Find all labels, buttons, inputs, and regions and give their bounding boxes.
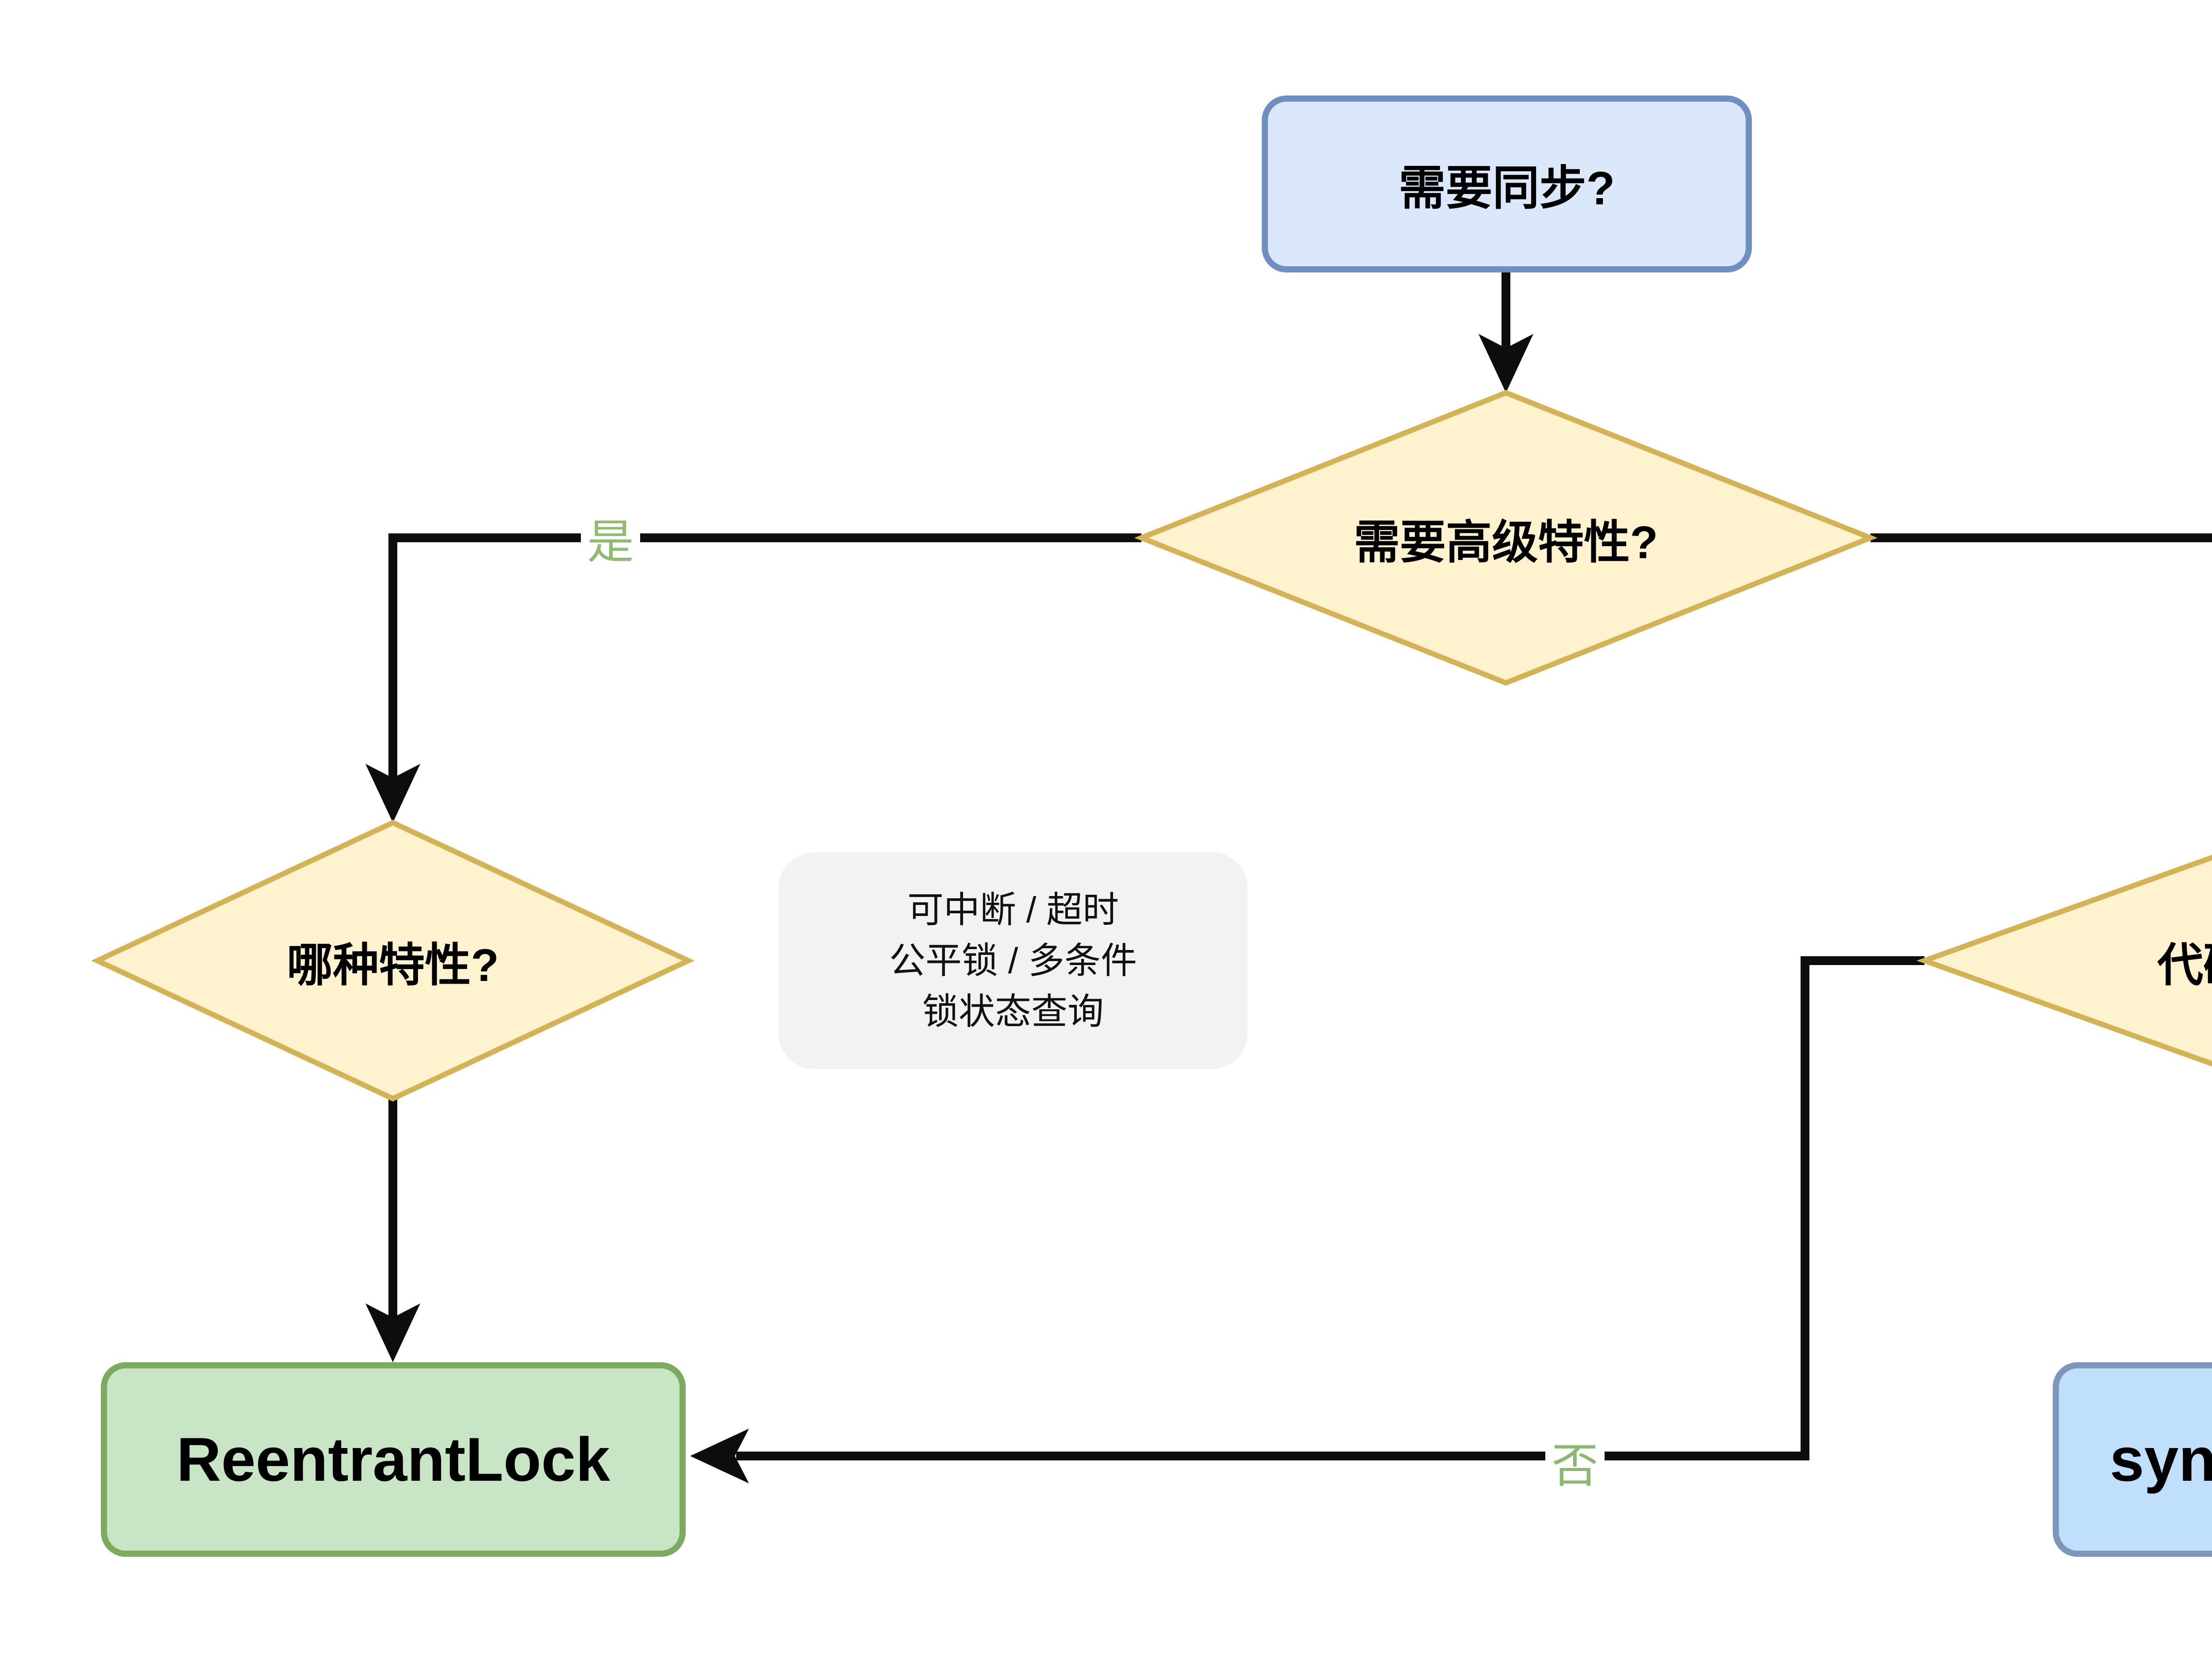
node-reentrantlock-label: ReentrantLock [176,1425,611,1494]
decision-advanced-features-text: 需要高级特性? [1354,517,1658,568]
edge-advanced-yes-to-which [388,533,1141,779]
node-synchronized: synchronized [2053,1362,2212,1557]
decision-which-feature-diamond [91,820,695,1102]
node-start: 需要同步? [1262,96,1752,272]
edge-label-advanced-yes: 是 [540,489,681,586]
decision-code-simplicity-text: 代码简洁优先? [2157,939,2212,991]
decision-which-feature-text: 哪种特性? [287,939,499,991]
feature-note-line-3: 锁状态查询 [922,991,1104,1032]
feature-note-line-2: 公平锁 / 多条件 [889,940,1137,981]
edge-label-advanced-no: 否 [2174,489,2212,586]
edge-label-simplicity-no: 否 [1504,1413,1646,1510]
node-synchronized-label: synchronized [2109,1425,2212,1494]
node-reentrantlock: ReentrantLock [101,1362,686,1557]
node-feature-note: 可中断 / 超时 公平锁 / 多条件 锁状态查询 [779,852,1248,1069]
arrowhead-which-to-reentrantlock [365,1303,420,1362]
node-start-label: 需要同步? [1398,162,1615,215]
edge-label-advanced-yes-text: 是 [581,502,640,574]
decision-advanced-features-label: 需要高级特性? [1141,489,1870,586]
arrowhead-advanced-yes-to-which [365,764,420,823]
arrowhead-simplicity-no-to-reentrantlock [690,1429,749,1483]
edge-simplicity-no-to-reentrantlock [736,956,1924,1460]
feature-note-line-1: 可中断 / 超时 [907,889,1119,930]
edge-label-simplicity-no-text: 否 [1545,1426,1605,1498]
decision-which-feature-label: 哪种特性? [172,912,614,1009]
arrowhead-start-to-advanced [1479,334,1533,393]
decision-code-simplicity-label: 代码简洁优先? [1978,912,2212,1009]
decision-code-simplicity-diamond [1916,854,2212,1067]
decision-advanced-features-diamond [1134,390,1878,686]
edge-advanced-no-to-simplicity [1870,533,2212,542]
